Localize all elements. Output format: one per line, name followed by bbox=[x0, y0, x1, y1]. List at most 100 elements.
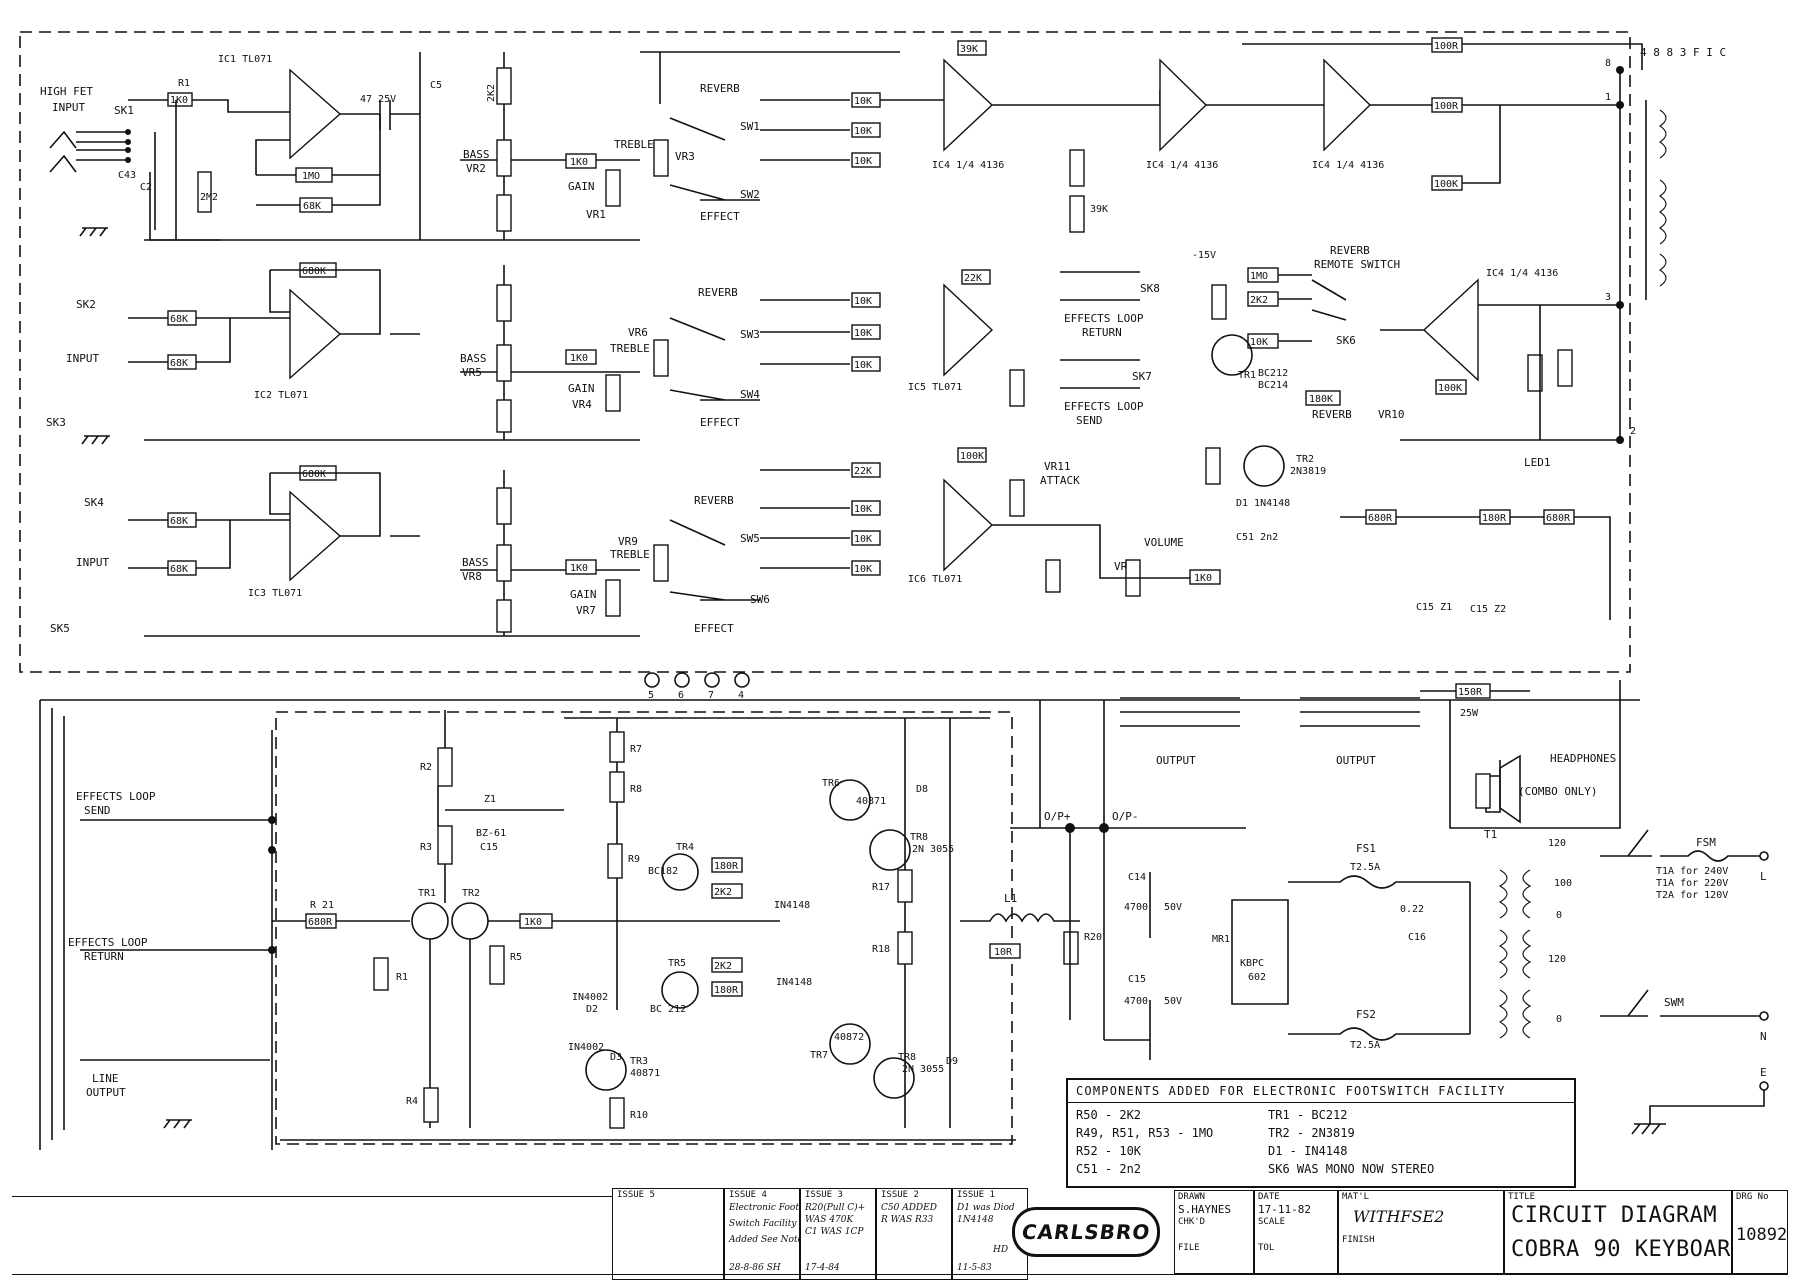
fs2-rating: T2.5A bbox=[1350, 1040, 1380, 1051]
transistor-pa-tr2 bbox=[451, 902, 489, 940]
issue-cell-4: ISSUE 4 Electronic Foot- Switch Facility… bbox=[724, 1188, 803, 1280]
transistor-pa-tr7 bbox=[829, 1023, 871, 1065]
resistor-pa-r20 bbox=[1063, 931, 1079, 965]
resistor-pa-r12 bbox=[711, 957, 743, 973]
pa-tr3-ref: TR3 bbox=[630, 1056, 648, 1067]
title-line-1: CIRCUIT DIAGRAM bbox=[1511, 1203, 1718, 1228]
effect-label-2: EFFECT bbox=[700, 416, 740, 429]
r5-value: 2K2 bbox=[486, 84, 497, 102]
r30-value: 10K bbox=[854, 504, 872, 515]
sk1-label: SK1 bbox=[114, 104, 134, 117]
terminal-e: E bbox=[1760, 1066, 1767, 1079]
issue-1-label: ISSUE 1 bbox=[957, 1190, 995, 1200]
reverb-label-3: REVERB bbox=[694, 494, 734, 507]
r33-value: 180K bbox=[1309, 394, 1333, 405]
pa-r14-value: 180R bbox=[714, 985, 739, 996]
matl-cell: MAT'L WITHFSE2 FINISH bbox=[1338, 1190, 1504, 1274]
tr1-label: TR1 bbox=[1238, 370, 1256, 381]
resistor-r37 bbox=[1069, 149, 1085, 187]
c4-value: 47 25V bbox=[360, 94, 396, 105]
sk6-label: SK6 bbox=[1336, 334, 1356, 347]
tone-stack-1: 2K2 BASS VR2 1K0 TREBLE VR3 GAIN VR1 REV… bbox=[460, 52, 760, 240]
output-label-2: OUTPUT bbox=[1336, 754, 1376, 767]
r3-value: 1MO bbox=[302, 171, 320, 182]
fx-loop-and-ic5-ic6: 10K 10K 10K IC5 TL071 22K EFFECTS LOOP R… bbox=[760, 269, 1326, 597]
sw2-label: SW2 bbox=[740, 188, 760, 201]
z2-label: C15 Z2 bbox=[1470, 604, 1506, 615]
vr3-label: VR3 bbox=[675, 150, 695, 163]
issue-1-initials: HD bbox=[993, 1245, 1009, 1255]
date-cell: DATE 17-11-82 SCALE TOL bbox=[1254, 1190, 1338, 1274]
tap-120a: 120 bbox=[1548, 838, 1566, 849]
led1-label: LED1 bbox=[1524, 456, 1551, 469]
c15-volt: 50V bbox=[1164, 996, 1182, 1007]
c51-label: C51 2n2 bbox=[1236, 532, 1278, 543]
tol-label: TOL bbox=[1258, 1243, 1275, 1253]
resistor-r51 bbox=[1211, 284, 1227, 320]
vr4-label: VR4 bbox=[572, 398, 592, 411]
effect-label-1: EFFECT bbox=[700, 210, 740, 223]
speaker-icon bbox=[1499, 754, 1521, 824]
fs2-label: FS2 bbox=[1356, 1008, 1376, 1021]
c16-value: 0.22 bbox=[1400, 904, 1424, 915]
pa-d7-label: IN4148 bbox=[776, 977, 812, 988]
reverb-label-1: REVERB bbox=[700, 82, 740, 95]
mr1-label: MR1 bbox=[1212, 934, 1230, 945]
date-label: DATE bbox=[1258, 1192, 1280, 1202]
fs1-rating: T2.5A bbox=[1350, 862, 1380, 873]
sk7-label: SK7 bbox=[1132, 370, 1152, 383]
note-left-4: C51 - 2n2 bbox=[1076, 1162, 1142, 1176]
tr2-label: TR2 bbox=[1296, 454, 1314, 465]
svg-text:6: 6 bbox=[678, 690, 684, 701]
note-left-1: R50 - 2K2 bbox=[1076, 1108, 1142, 1122]
issue-5-text-1: Electronic Foot- bbox=[729, 1203, 802, 1213]
r24-value: 10K bbox=[854, 296, 872, 307]
reverb-transformer: 4 8 8 3 F I C 8 1 3 2 bbox=[1605, 46, 1726, 444]
pa-bc182-label: BC182 bbox=[648, 866, 678, 877]
resistor-r30 bbox=[851, 500, 881, 516]
resistor-r12 bbox=[496, 399, 512, 433]
effect-label-3: EFFECT bbox=[694, 622, 734, 635]
issue-5-text-3: Added See Note bbox=[729, 1235, 803, 1245]
ic4c-label: IC4 1/4 4136 bbox=[1312, 160, 1384, 171]
effects-send-label-2: SEND bbox=[1076, 414, 1103, 427]
pot-vr2 bbox=[496, 139, 512, 177]
effects-return-label-2: RETURN bbox=[1082, 326, 1122, 339]
led-and-power-rails: LED1 680R 180R 680R C15 Z1 C15 Z2 bbox=[1340, 456, 1611, 620]
treble-label-3: TREBLE bbox=[610, 548, 650, 561]
note-left-3: R52 - 10K bbox=[1076, 1144, 1142, 1158]
resistor-pa-r11 bbox=[711, 883, 743, 899]
resistor-r42 bbox=[1557, 349, 1573, 387]
r1-ref: R1 bbox=[178, 78, 190, 89]
power-supply: C14 4700 50V C15 4700 50V MR1 KBPC 602 F… bbox=[1104, 829, 1769, 1135]
output-label-1: OUTPUT bbox=[1156, 754, 1196, 767]
issue-4-text-2: WAS 470K bbox=[805, 1215, 854, 1225]
c15-ref: C15 bbox=[1128, 974, 1146, 985]
effects-return-label-pa1: EFFECTS LOOP bbox=[68, 936, 148, 949]
drawn-label: DRAWN bbox=[1178, 1192, 1206, 1202]
combo-only-label: (COMBO ONLY) bbox=[1518, 785, 1597, 798]
notes-title: COMPONENTS ADDED FOR ELECTRONIC FOOTSWIT… bbox=[1076, 1084, 1506, 1098]
pa-r9-ref: R9 bbox=[628, 854, 640, 865]
resistor-pa-r8 bbox=[609, 771, 625, 803]
resistor-pa-r19 bbox=[989, 943, 1021, 959]
resistor-r25 bbox=[851, 324, 881, 340]
r8-value: 68K bbox=[170, 314, 188, 325]
resistor-pa-r2 bbox=[437, 747, 453, 787]
sw5-label: SW5 bbox=[740, 532, 760, 545]
reverb-remote-switch: REVERB REMOTE SWITCH 1MO 2K2 10K TR1 BC2… bbox=[1192, 244, 1400, 391]
bass-label-3: BASS bbox=[462, 556, 489, 569]
r25-value: 10K bbox=[854, 328, 872, 339]
r16-value: 680K bbox=[302, 469, 326, 480]
issue-cell-3: ISSUE 3 R20(Pull C)+ WAS 470K C1 WAS 1CP… bbox=[800, 1188, 876, 1280]
r150r-watt: 25W bbox=[1460, 708, 1479, 719]
channel-1: HIGH FET INPUT SK1 1K0 R1 2M2 C2 C43 IC1… bbox=[40, 52, 640, 241]
reverb-label-2: REVERB bbox=[698, 286, 738, 299]
sk2-label: SK2 bbox=[76, 298, 96, 311]
fuse-note-2: T1A for 220V bbox=[1656, 878, 1728, 889]
l1-label: L1 bbox=[1004, 892, 1017, 905]
vr2-label: VR2 bbox=[466, 162, 486, 175]
pot-vr1 bbox=[605, 169, 621, 207]
pa-tr7-ref: TR7 bbox=[810, 1050, 828, 1061]
resistor-r34 bbox=[957, 447, 987, 463]
